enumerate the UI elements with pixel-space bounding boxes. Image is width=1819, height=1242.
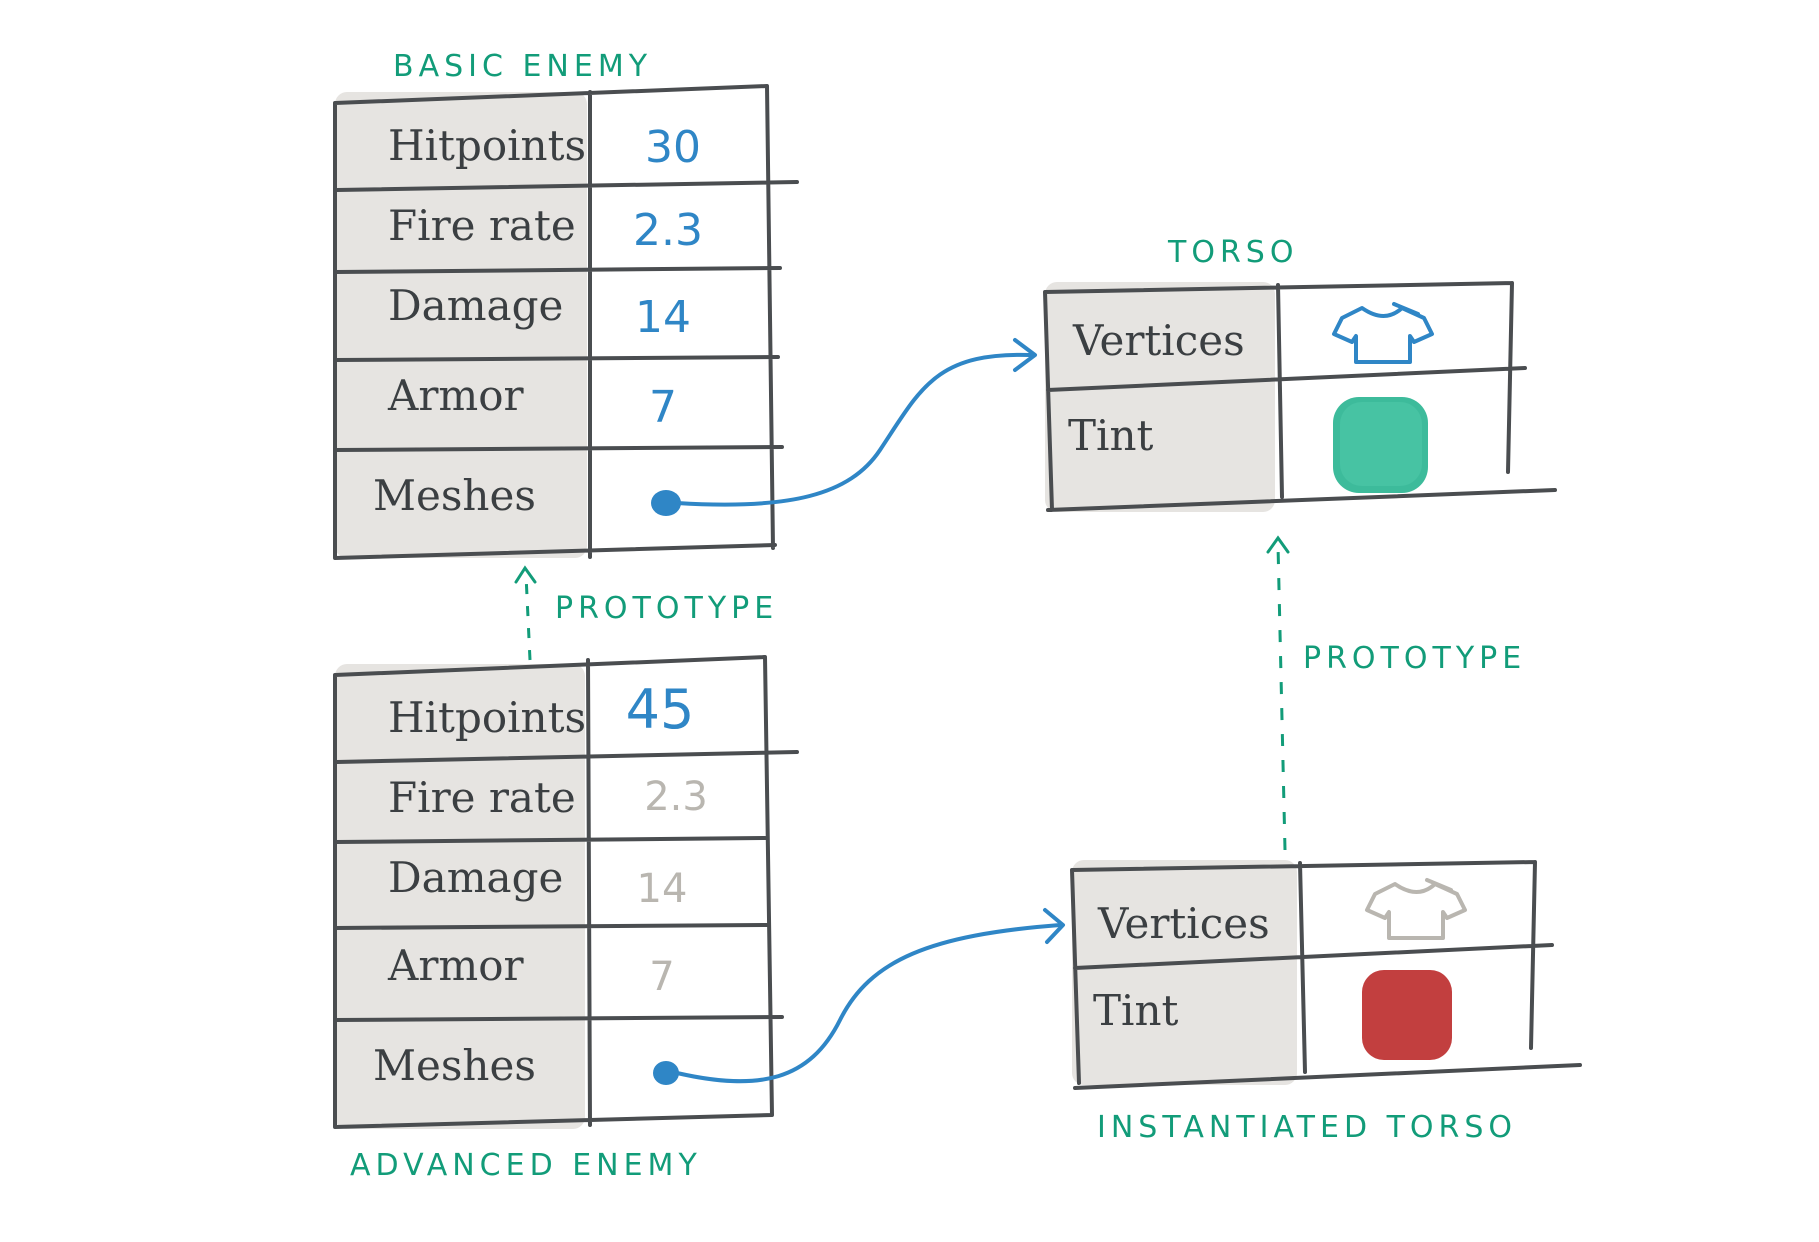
row-key: Meshes <box>373 1041 536 1090</box>
row-key: Tint <box>1093 986 1178 1035</box>
arrowhead-icon <box>1043 908 1065 944</box>
dashed-prototype-arrow <box>524 574 532 661</box>
row-key: Hitpoints <box>388 121 586 170</box>
instantiated-torso-grid <box>1070 860 1582 1090</box>
row-key: Damage <box>388 853 563 902</box>
dashed-prototype-arrow <box>1276 544 1287 851</box>
row-key: Meshes <box>373 471 536 520</box>
row-value-inherited: 7 <box>649 954 674 1000</box>
shirt-icon <box>1365 878 1467 940</box>
row-key: Armor <box>387 941 525 990</box>
row-key: Armor <box>387 371 525 420</box>
row-key: Vertices <box>1097 899 1270 948</box>
torso-prototype-link: PROTOTYPE <box>1266 535 1526 851</box>
key-column-background <box>1045 282 1275 512</box>
instantiated-torso-label: INSTANTIATED TORSO <box>1097 1110 1517 1145</box>
advanced-enemy-grid <box>333 655 799 1129</box>
arrowhead-icon <box>1266 535 1290 554</box>
row-value-inherited: 14 <box>637 866 688 912</box>
row-key: Fire rate <box>388 773 576 822</box>
torso-label: TORSO <box>1167 235 1298 270</box>
basic-enemy-grid <box>333 84 799 560</box>
prototype-label: PROTOTYPE <box>555 591 778 626</box>
arrowhead-icon <box>1013 338 1037 372</box>
advanced-mesh-arrow <box>675 923 1062 1084</box>
key-column-background <box>335 92 587 558</box>
mesh-reference-dot <box>651 490 681 516</box>
arrowhead-icon <box>514 565 537 584</box>
row-value: 2.3 <box>633 205 703 256</box>
row-value: 7 <box>649 382 677 433</box>
advanced-enemy-label: ADVANCED ENEMY <box>350 1148 702 1183</box>
enemy-prototype-link: PROTOTYPE <box>514 565 778 661</box>
tint-swatch-highlight <box>1340 402 1422 486</box>
row-key: Damage <box>388 281 563 330</box>
instantiated-torso-object: Vertices Tint INSTANTIATED TORSO <box>1070 860 1582 1145</box>
torso-object: TORSO Vertices Tint <box>1043 235 1557 512</box>
basic-enemy-label: BASIC ENEMY <box>393 49 652 84</box>
row-key: Vertices <box>1072 316 1245 365</box>
basic-enemy-object: BASIC ENEMY Hitpoints Fire rate Damage A… <box>333 49 799 560</box>
row-key: Fire rate <box>388 201 576 250</box>
row-value: 45 <box>626 678 695 741</box>
row-key: Hitpoints <box>388 693 586 742</box>
shirt-icon <box>1332 302 1434 364</box>
basic-mesh-arrow <box>675 352 1032 507</box>
key-column-background <box>335 664 585 1129</box>
mesh-reference-arrows <box>675 338 1065 1084</box>
row-value: 14 <box>635 292 691 343</box>
torso-grid <box>1043 281 1557 512</box>
row-value: 30 <box>645 122 701 173</box>
row-key: Tint <box>1068 411 1153 460</box>
prototype-label: PROTOTYPE <box>1303 641 1526 676</box>
row-value-inherited: 2.3 <box>644 774 708 820</box>
tint-swatch-red <box>1362 970 1452 1060</box>
advanced-enemy-object: Hitpoints Fire rate Damage Armor Meshes … <box>333 655 799 1183</box>
mesh-reference-dot <box>653 1061 679 1085</box>
key-column-background <box>1072 860 1297 1085</box>
